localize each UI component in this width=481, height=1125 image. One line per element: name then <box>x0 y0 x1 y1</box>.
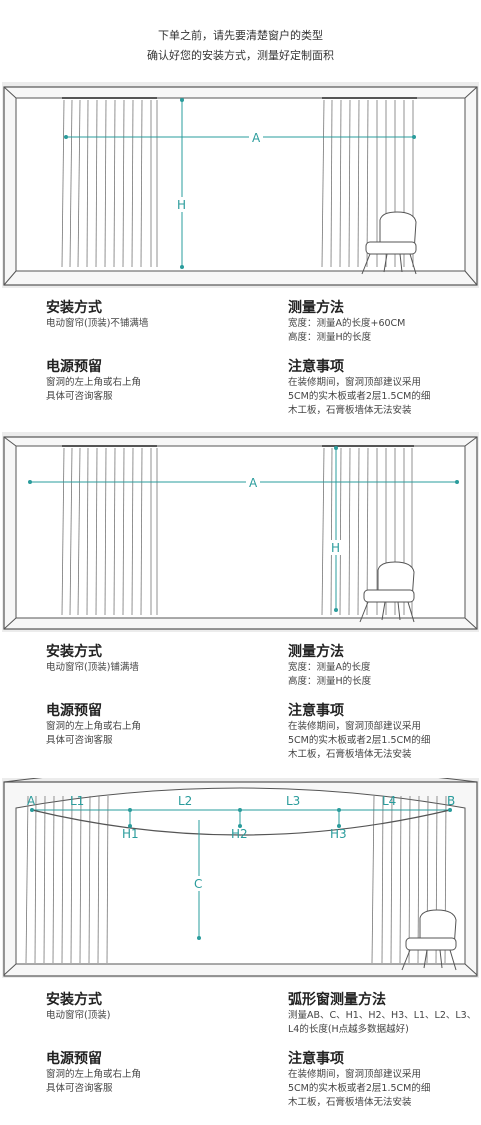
intro-text: 下单之前，请先要清楚窗户的类型 确认好您的安装方式，测量好定制面积 <box>0 26 481 66</box>
diagram-window-1: A H <box>2 82 479 288</box>
section-2-notice-line: 木工板，石膏板墙体无法安装 <box>288 749 412 760</box>
section-2-measure-title: 测量方法 <box>288 644 344 660</box>
armchair-icon <box>359 561 415 623</box>
label-h2: H2 <box>231 827 248 841</box>
intro-line-2: 确认好您的安装方式，测量好定制面积 <box>147 49 334 62</box>
section-1-install-title: 安装方式 <box>46 300 102 316</box>
section-2-power-line: 具体可咨询客服 <box>46 735 113 746</box>
section-3-measure-line: 测量AB、C、H1、H2、H3、L1、L2、L3、 <box>288 1010 477 1021</box>
section-3-power-line: 窗洞的左上角或右上角 <box>46 1069 142 1080</box>
section-3-notice-line: 5CM的实木板或者2层1.5CM的细 <box>288 1083 431 1094</box>
curtain-left <box>61 447 158 616</box>
section-3-notice-line: 在装修期间，窗洞顶部建议采用 <box>288 1069 422 1080</box>
section-3-power-title: 电源预留 <box>46 1051 102 1067</box>
section-1-measure-title: 测量方法 <box>288 300 344 316</box>
section-2-install-title: 安装方式 <box>46 644 102 660</box>
label-l4: L4 <box>382 794 396 808</box>
section-1-notice-line: 木工板，石膏板墙体无法安装 <box>288 405 412 416</box>
label-h1: H1 <box>122 827 139 841</box>
curtain-left <box>61 99 158 268</box>
section-2-notice-title: 注意事项 <box>288 703 344 719</box>
label-c: C <box>194 877 202 891</box>
section-2-notice-text: 在装修期间，窗洞顶部建议采用 5CM的实木板或者2层1.5CM的细 木工板，石膏… <box>288 720 430 762</box>
label-l3: L3 <box>286 794 300 808</box>
section-2-notice-line: 5CM的实木板或者2层1.5CM的细 <box>288 735 431 746</box>
label-a: A <box>252 131 261 145</box>
label-h: H <box>177 198 186 212</box>
section-1-notice-title: 注意事项 <box>288 359 344 375</box>
label-b: B <box>447 794 455 808</box>
section-1-measure-text: 宽度：测量A的长度+60CM 高度：测量H的长度 <box>288 317 405 345</box>
diagram-window-3: A B L1 L2 L3 L4 H1 H2 H3 C <box>2 778 479 978</box>
section-1-power-text: 窗洞的左上角或右上角 具体可咨询客服 <box>46 376 141 404</box>
section-1-install-text: 电动窗帘(顶装)不铺满墙 <box>46 318 149 329</box>
section-1-notice-line: 在装修期间，窗洞顶部建议采用 <box>288 377 422 388</box>
section-1-notice-line: 5CM的实木板或者2层1.5CM的细 <box>288 391 431 402</box>
section-2-measure-line: 宽度：测量A的长度 <box>288 662 371 673</box>
section-1-power-line: 窗洞的左上角或右上角 <box>46 377 142 388</box>
label-a: A <box>249 476 258 490</box>
section-3-measure-line: L4的长度(H点越多数据越好) <box>288 1024 409 1035</box>
section-1-measure-line: 宽度：测量A的长度+60CM <box>288 318 406 329</box>
section-3-notice-line: 木工板，石膏板墙体无法安装 <box>288 1097 412 1108</box>
section-3-power-line: 具体可咨询客服 <box>46 1083 113 1094</box>
label-h: H <box>331 541 340 555</box>
intro-line-1: 下单之前，请先要清楚窗户的类型 <box>158 29 323 42</box>
label-l1: L1 <box>70 794 84 808</box>
curtain-left <box>25 795 109 964</box>
section-2-power-title: 电源预留 <box>46 703 102 719</box>
diagram-window-2: A H <box>2 432 479 632</box>
section-2-power-text: 窗洞的左上角或右上角 具体可咨询客服 <box>46 720 141 748</box>
label-l2: L2 <box>178 794 192 808</box>
armchair-icon <box>361 211 417 275</box>
section-3-install-text: 电动窗帘(顶装) <box>46 1010 111 1021</box>
label-h3: H3 <box>330 827 347 841</box>
section-3-notice-text: 在装修期间，窗洞顶部建议采用 5CM的实木板或者2层1.5CM的细 木工板，石膏… <box>288 1068 430 1110</box>
section-3-install-title: 安装方式 <box>46 992 102 1008</box>
section-1-measure-line: 高度：测量H的长度 <box>288 332 372 343</box>
armchair-icon <box>401 909 457 971</box>
section-3-power-text: 窗洞的左上角或右上角 具体可咨询客服 <box>46 1068 141 1096</box>
section-2-install-text: 电动窗帘(顶装)铺满墙 <box>46 662 139 673</box>
section-2-measure-line: 高度：测量H的长度 <box>288 676 372 687</box>
section-3-measure-title: 弧形窗测量方法 <box>288 992 386 1008</box>
label-a: A <box>27 794 36 808</box>
section-1-power-line: 具体可咨询客服 <box>46 391 113 402</box>
section-2-measure-text: 宽度：测量A的长度 高度：测量H的长度 <box>288 661 371 689</box>
section-2-power-line: 窗洞的左上角或右上角 <box>46 721 142 732</box>
section-1-notice-text: 在装修期间，窗洞顶部建议采用 5CM的实木板或者2层1.5CM的细 木工板，石膏… <box>288 376 430 418</box>
section-1-power-title: 电源预留 <box>46 359 102 375</box>
section-2-notice-line: 在装修期间，窗洞顶部建议采用 <box>288 721 422 732</box>
section-3-measure-text: 测量AB、C、H1、H2、H3、L1、L2、L3、 L4的长度(H点越多数据越好… <box>288 1009 476 1037</box>
section-3-notice-title: 注意事项 <box>288 1051 344 1067</box>
